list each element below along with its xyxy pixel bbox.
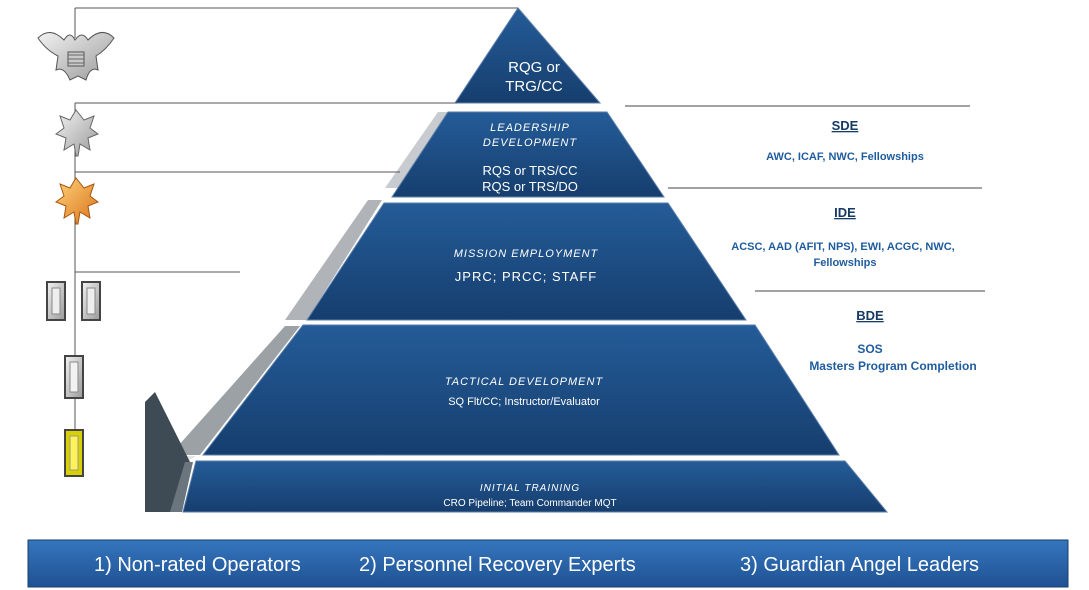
- major-oak-leaf-icon: [54, 177, 100, 225]
- pme-sde: SDE AWC, ICAF, NWC, Fellowships: [766, 118, 924, 163]
- tier-3-roles: JPRC; PRCC; STAFF: [455, 269, 597, 284]
- tier-1-shape: [454, 7, 602, 104]
- lieutenant-colonel-oak-leaf-icon: [54, 109, 100, 157]
- svg-text:RQG or: RQG or: [508, 59, 560, 76]
- tier-2-title-line-1: LEADERSHIP: [490, 122, 570, 134]
- tier-4-title: TACTICAL DEVELOPMENT: [445, 376, 604, 388]
- career-tracks-banner: 1) Non-rated Operators 2) Personnel Reco…: [27, 539, 1069, 588]
- tier-4-roles: SQ Flt/CC; Instructor/Evaluator: [448, 396, 600, 408]
- tier-5-title: INITIAL TRAINING: [480, 483, 580, 494]
- tier-2-role-2: RQS or TRS/DO: [482, 179, 578, 194]
- pme-divider-lines: [625, 105, 985, 292]
- tier-2-title-line-2: DEVELOPMENT: [483, 137, 577, 149]
- tier-5-label: INITIAL TRAINING CRO Pipeline; Team Comm…: [443, 483, 616, 509]
- tier-2-label: LEADERSHIP DEVELOPMENT RQS or TRS/CC RQS…: [482, 122, 578, 194]
- svg-text:TRG/CC: TRG/CC: [505, 78, 563, 95]
- first-lieutenant-bar-icon: [64, 355, 84, 399]
- bde-detail-line-1: SOS: [857, 342, 882, 356]
- tier-3-label: MISSION EMPLOYMENT JPRC; PRCC; STAFF: [454, 248, 599, 284]
- banner-item-2: 2) Personnel Recovery Experts: [359, 554, 636, 576]
- tier-2-shape: [391, 111, 665, 198]
- second-lieutenant-bar-icon: [64, 429, 84, 477]
- pme-bde: BDE SOS Masters Program Completion: [809, 308, 976, 373]
- tier-1-line-1: RQG or: [508, 59, 560, 76]
- tier-1-label: RQG or TRG/CC: [505, 59, 563, 95]
- bde-detail-line-2: Masters Program Completion: [809, 359, 976, 373]
- colonel-eagle-icon: [37, 32, 115, 81]
- tier-4-label: TACTICAL DEVELOPMENT SQ Flt/CC; Instruct…: [445, 376, 604, 408]
- banner-item-1: 1) Non-rated Operators: [94, 554, 301, 576]
- tier-2-role-1: RQS or TRS/CC: [482, 163, 577, 178]
- tier-5-shape: [182, 460, 889, 513]
- tier-3-title: MISSION EMPLOYMENT: [454, 248, 599, 260]
- ide-detail-line-1: ACSC, AAD (AFIT, NPS), EWI, ACGC, NWC,: [731, 241, 954, 253]
- tier-5-roles: CRO Pipeline; Team Commander MQT: [443, 498, 616, 509]
- tier-3-shape: [306, 202, 747, 321]
- banner-item-3: 3) Guardian Angel Leaders: [740, 554, 979, 576]
- ide-detail-line-2: Fellowships: [814, 257, 877, 269]
- sde-detail: AWC, ICAF, NWC, Fellowships: [766, 151, 924, 163]
- tier-4-shape: [201, 324, 840, 456]
- bde-heading: BDE: [856, 308, 884, 323]
- sde-heading: SDE: [832, 118, 859, 133]
- tier-1-line-2: TRG/CC: [505, 78, 563, 95]
- pme-ide: IDE ACSC, AAD (AFIT, NPS), EWI, ACGC, NW…: [731, 205, 954, 269]
- captain-bars-icon: [46, 281, 101, 321]
- ide-heading: IDE: [834, 205, 856, 220]
